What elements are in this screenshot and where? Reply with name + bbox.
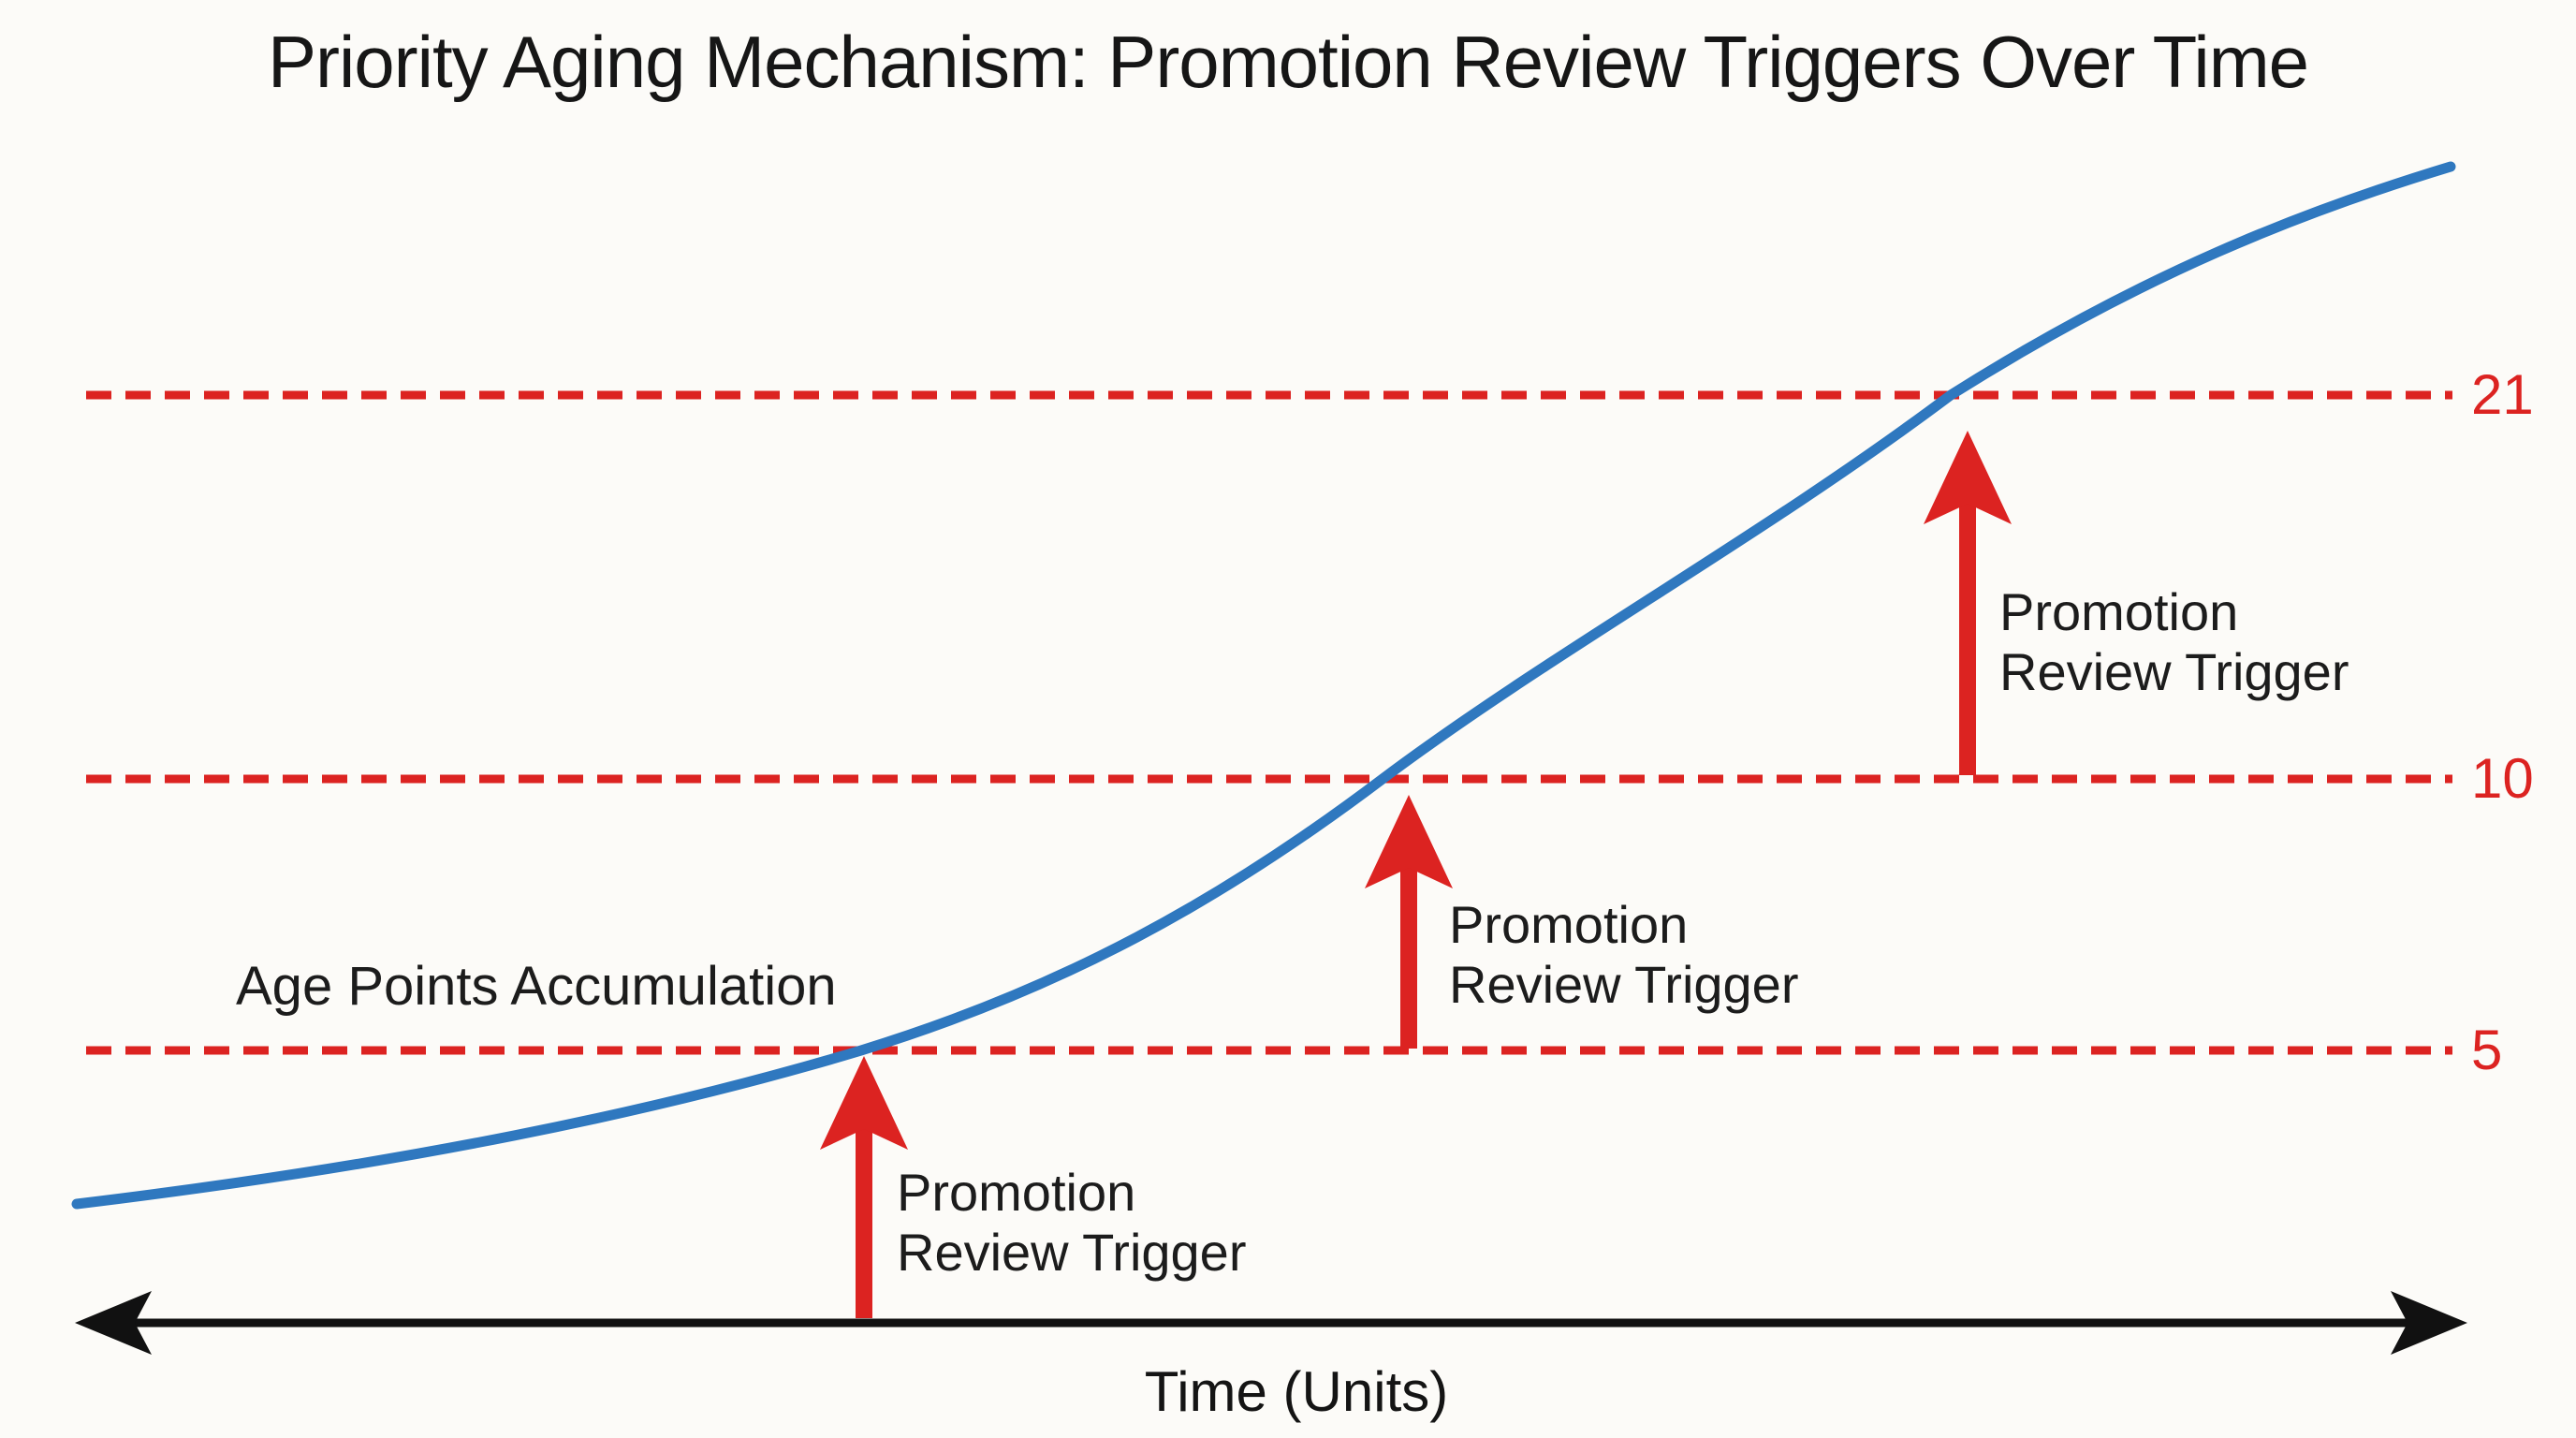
threshold-label-21: 21 bbox=[2471, 363, 2534, 426]
promotion-trigger-arrow-1 bbox=[820, 1056, 908, 1318]
annotation-line-2: Review Trigger bbox=[1999, 642, 2349, 701]
threshold-label-5: 5 bbox=[2471, 1019, 2503, 1081]
annotation-line-2: Review Trigger bbox=[1449, 955, 1799, 1014]
annotation-line-1: Promotion bbox=[897, 1163, 1136, 1222]
age-points-curve bbox=[71, 161, 2456, 1210]
promotion-trigger-arrow-3 bbox=[1924, 431, 2012, 775]
curve-label: Age Points Accumulation bbox=[236, 956, 837, 1017]
chart-title: Priority Aging Mechanism: Promotion Revi… bbox=[267, 21, 2309, 103]
promotion-trigger-arrow-2 bbox=[1365, 795, 1453, 1049]
annotation-line-1: Promotion bbox=[1449, 895, 1689, 954]
time-axis-arrow bbox=[75, 1291, 2467, 1355]
threshold-label-10: 10 bbox=[2471, 747, 2534, 810]
axis-left-arrowhead bbox=[75, 1291, 152, 1355]
axis-right-arrowhead bbox=[2391, 1291, 2467, 1355]
x-axis-label: Time (Units) bbox=[1144, 1360, 1449, 1423]
annotation-line-2: Review Trigger bbox=[897, 1223, 1247, 1282]
annotation-line-1: Promotion bbox=[1999, 582, 2239, 641]
